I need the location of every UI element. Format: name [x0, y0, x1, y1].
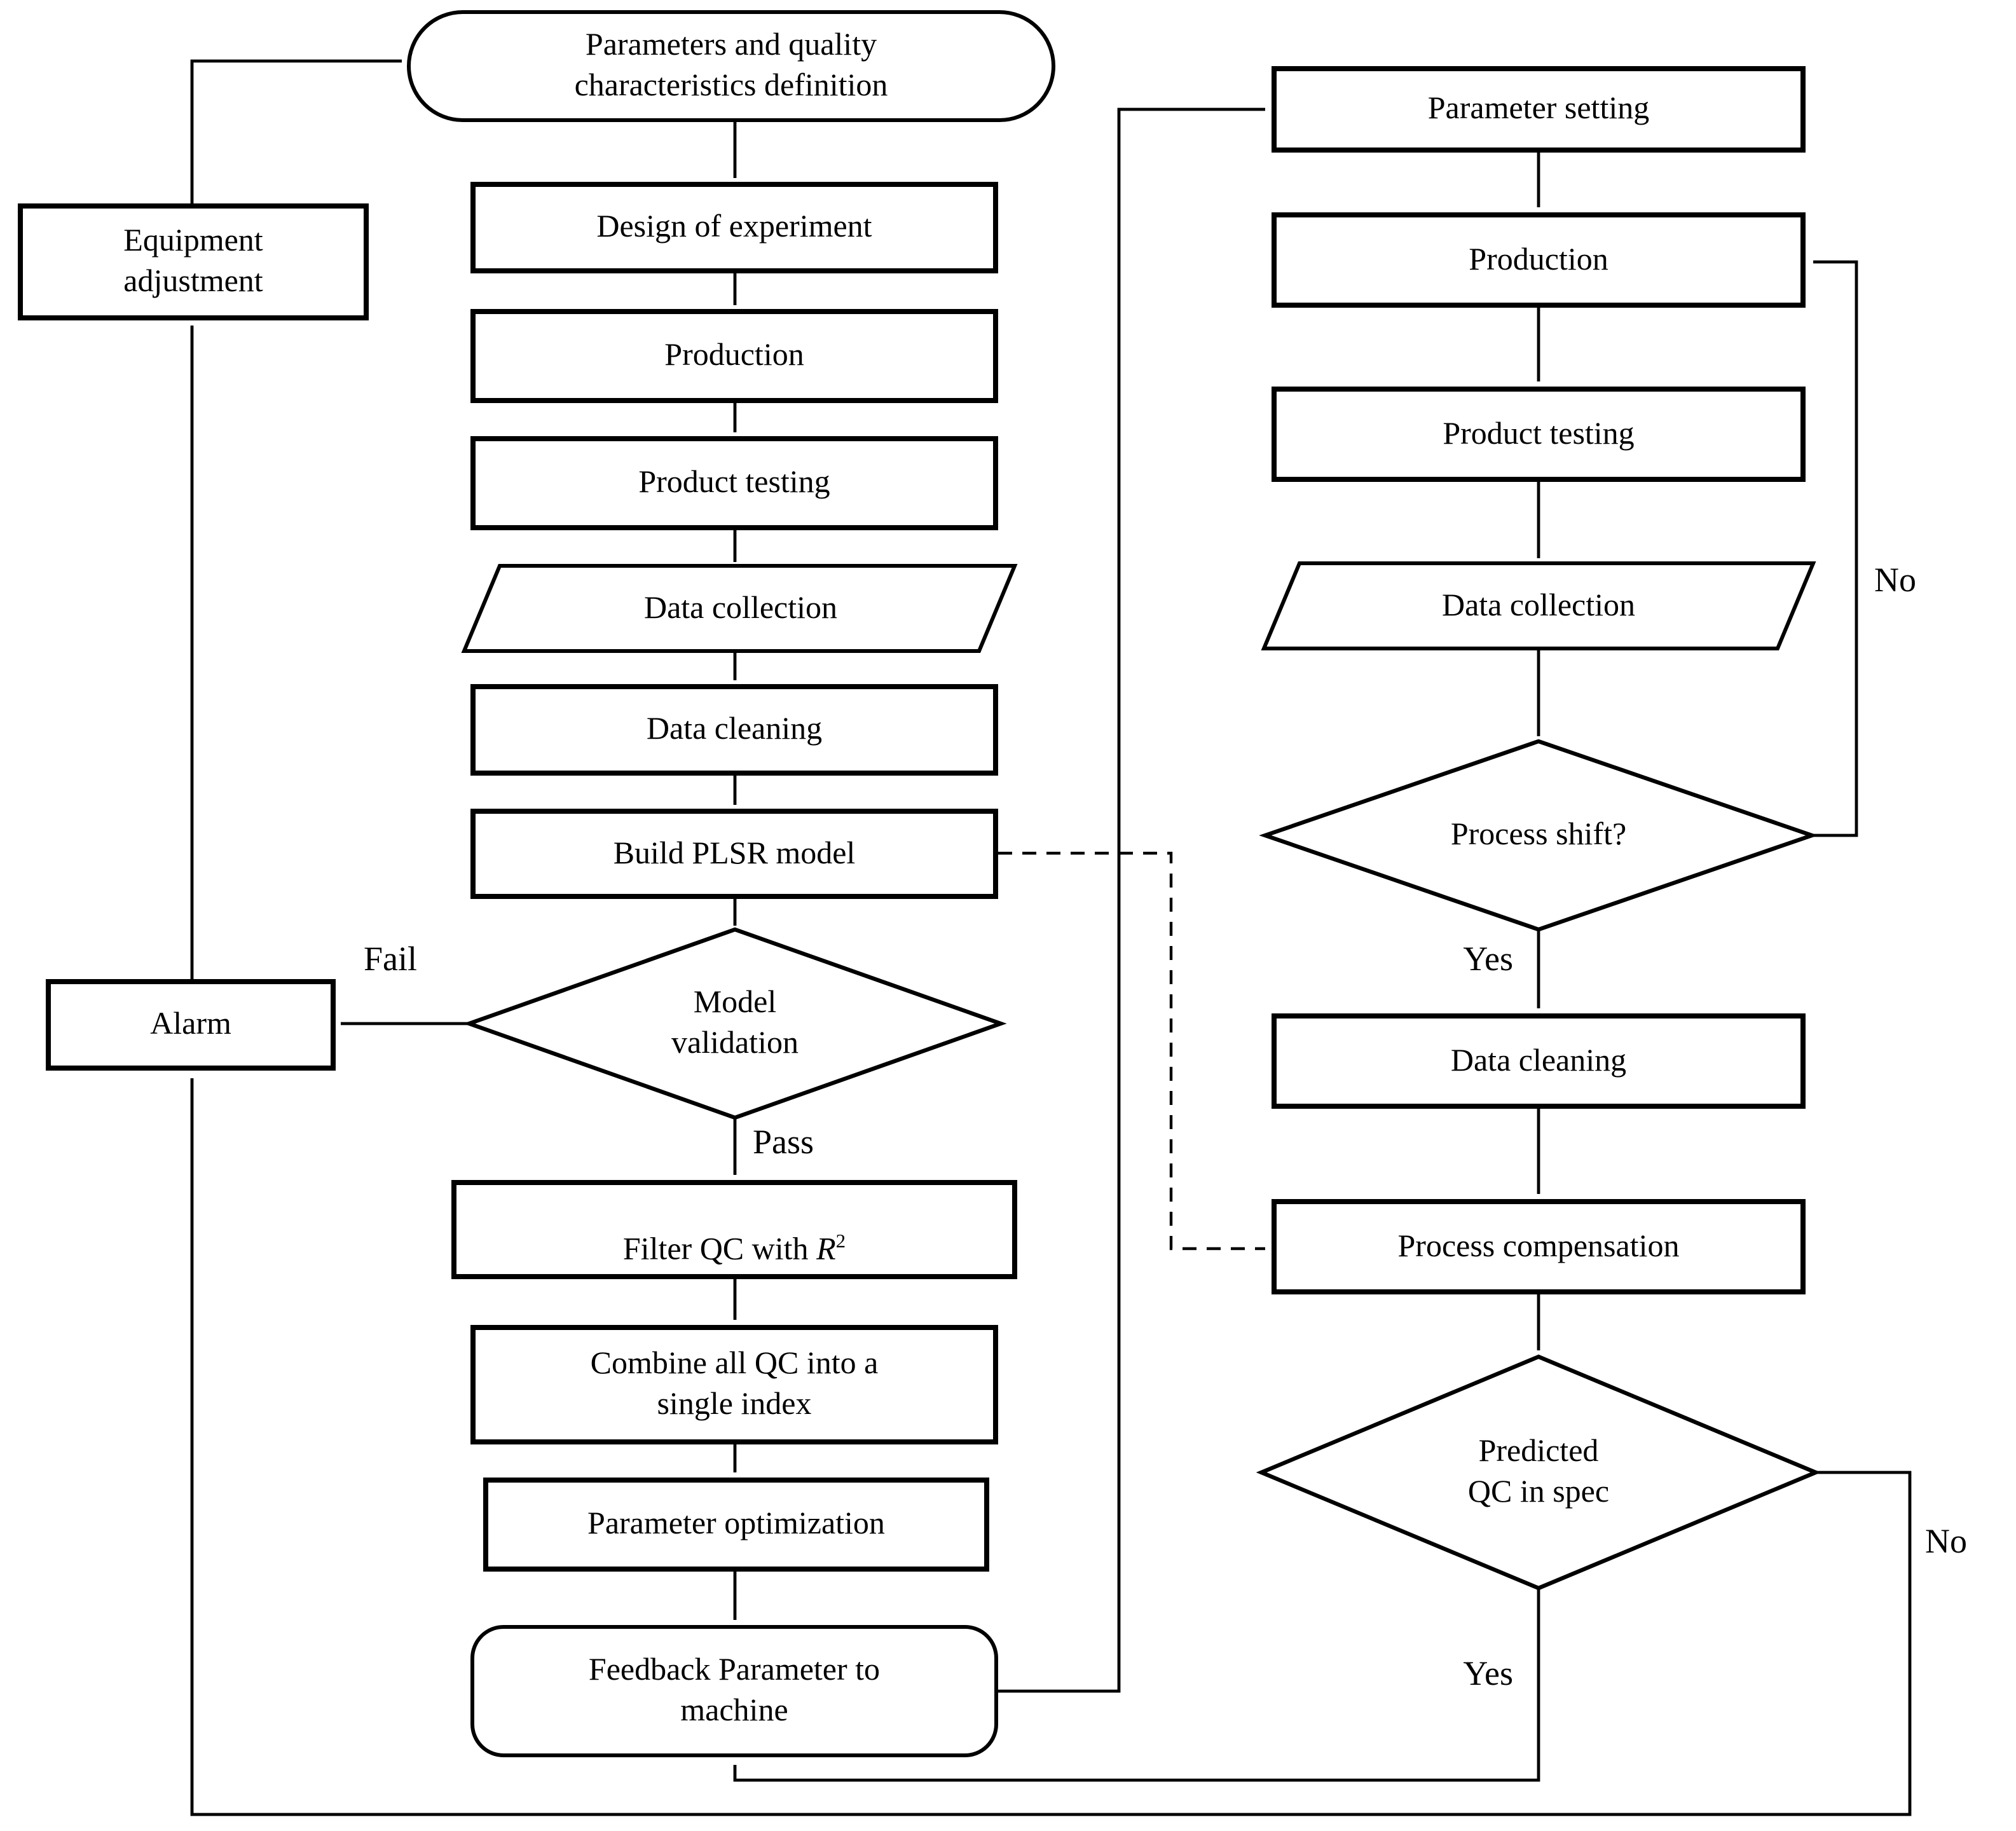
- node-data-collection-left: Data collection: [643, 591, 837, 626]
- node-process-shift: Process shift?: [1450, 818, 1627, 852]
- node-process-compensation: Process compensation: [1272, 1199, 1806, 1294]
- filter-qc-superscript: 2: [835, 1230, 846, 1252]
- node-filter-qc: Filter QC with R2: [451, 1180, 1017, 1279]
- edge-label-yes-spec: Yes: [1463, 1654, 1513, 1692]
- data-collection-right-shape: [1261, 561, 1816, 650]
- node-product-testing-left: Product testing: [470, 436, 998, 530]
- edge-label-no-shift: No: [1874, 561, 1916, 599]
- arrow-shift-no-loop-to-production: [1812, 260, 1858, 837]
- node-predicted-qc: Predicted QC in spec: [1467, 1434, 1610, 1509]
- filter-qc-symbol: R: [816, 1232, 836, 1267]
- node-parameter-setting: Parameter setting: [1272, 66, 1806, 153]
- node-feedback-parameter: Feedback Parameter to machine: [470, 1625, 998, 1757]
- data-collection-left-shape: [461, 564, 1018, 653]
- arrow-feedback-to-parameter-setting: [998, 107, 1265, 1693]
- predicted-qc-diamond-shape: [1256, 1354, 1821, 1591]
- arrow-equipment-to-params: [190, 59, 402, 203]
- node-production-left: Production: [470, 309, 998, 403]
- edge-label-yes-shift: Yes: [1463, 940, 1513, 978]
- node-alarm: Alarm: [46, 979, 336, 1071]
- node-data-cleaning-right: Data cleaning: [1272, 1013, 1806, 1109]
- node-design-of-experiment: Design of experiment: [470, 182, 998, 273]
- arrow-dashed-plsr-to-compensation: [998, 851, 1265, 1251]
- arrow-predicted-yes-to-feedback: [733, 1588, 1540, 1782]
- node-model-validation: Model validation: [671, 985, 799, 1060]
- process-shift-diamond-shape: [1259, 739, 1818, 932]
- arrow-predicted-no-loop-to-alarm: [190, 1078, 1912, 1816]
- node-data-collection-right: Data collection: [1441, 589, 1635, 623]
- node-production-right: Production: [1272, 212, 1806, 308]
- node-data-cleaning-left: Data cleaning: [470, 684, 998, 776]
- node-combine-qc: Combine all QC into a single index: [470, 1325, 998, 1444]
- edge-label-fail: Fail: [363, 940, 417, 978]
- filter-qc-prefix: Filter QC with: [622, 1232, 817, 1267]
- node-parameters-definition: Parameters and quality characteristics d…: [407, 10, 1055, 122]
- node-equipment-adjustment: Equipment adjustment: [18, 203, 369, 320]
- node-build-plsr-model: Build PLSR model: [470, 809, 998, 899]
- model-validation-diamond-shape: [463, 927, 1007, 1120]
- node-parameter-optimization: Parameter optimization: [483, 1478, 989, 1572]
- edge-label-no-spec: No: [1925, 1522, 1967, 1560]
- edge-label-pass: Pass: [753, 1123, 814, 1161]
- node-product-testing-right: Product testing: [1272, 387, 1806, 482]
